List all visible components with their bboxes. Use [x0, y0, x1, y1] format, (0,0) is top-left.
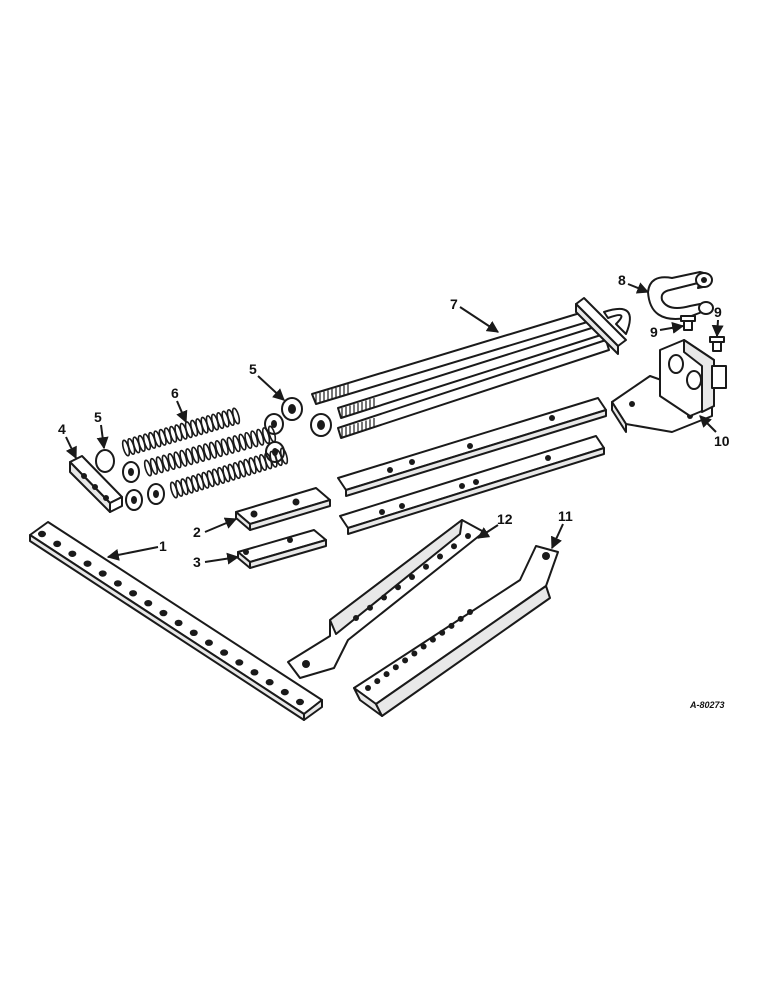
callout-9-right: 9	[714, 304, 722, 320]
clevis-part-8	[647, 271, 714, 320]
callout-10: 10	[714, 433, 730, 449]
short-bar-part-2	[235, 487, 331, 531]
angle-bar-part-11	[353, 545, 559, 717]
leader-3	[204, 552, 240, 565]
callout-11: 11	[558, 508, 573, 524]
reference-code: A-80273	[689, 700, 725, 710]
springs-part-6	[121, 407, 289, 499]
callout-3: 3	[193, 554, 201, 570]
leader-9-right	[711, 319, 724, 338]
leader-8	[627, 282, 650, 294]
leader-12	[476, 524, 499, 539]
long-flat-bar-upper	[337, 397, 607, 497]
callout-4: 4	[58, 421, 66, 437]
leader-5-right	[257, 375, 285, 401]
leader-7	[459, 306, 500, 333]
callout-8: 8	[618, 272, 626, 288]
plate-part-4	[69, 455, 123, 513]
callout-7: 7	[450, 296, 458, 312]
leader-5-left	[96, 424, 109, 450]
leader-4	[65, 436, 77, 460]
tie-rods-part-7	[311, 297, 631, 439]
washer-part-5-left	[95, 449, 165, 511]
callout-6: 6	[171, 385, 179, 401]
leader-9-left	[659, 321, 685, 334]
long-flat-bar-lower	[339, 435, 605, 535]
leader-10	[699, 415, 717, 433]
callout-9-left: 9	[650, 324, 658, 340]
callout-5-right: 5	[249, 361, 257, 377]
grease-fittings-part-9	[680, 315, 725, 352]
short-bar-part-3	[237, 529, 327, 569]
leader-2	[204, 517, 238, 533]
drawbar-holes	[38, 530, 304, 706]
callout-5-left: 5	[94, 409, 102, 425]
leader-1	[106, 546, 159, 561]
drawbar-part-1	[29, 521, 323, 721]
callout-2: 2	[193, 524, 201, 540]
leader-6	[176, 400, 188, 424]
callout-1: 1	[159, 538, 167, 554]
hitch-bracket-part-10	[611, 339, 727, 433]
callout-12: 12	[497, 511, 513, 527]
leader-11	[551, 523, 564, 550]
